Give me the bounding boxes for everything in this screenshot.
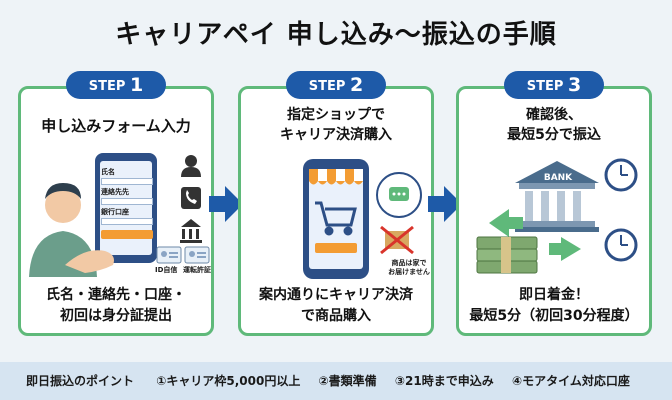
- arrow-right-icon: [428, 186, 462, 222]
- step-1-badge-label: STEP: [88, 79, 126, 94]
- form-field-label-name: 氏名: [101, 168, 115, 176]
- step-3-heading-line-1: 確認後、: [526, 107, 582, 123]
- step-2-heading-line-2: キャリア決済購入: [280, 127, 392, 143]
- hand-icon: [65, 250, 114, 273]
- no-delivery-note: 商品は家で お届けません: [379, 259, 439, 277]
- no-delivery-note-line-1: 商品は家で: [391, 259, 427, 267]
- step-3-footer-line-2: 最短5分（初回30分程度）: [469, 308, 639, 324]
- form-field-label-bank: 銀行口座: [101, 208, 129, 216]
- chat-bubble-icon: [376, 172, 422, 218]
- step-3-footer-line-1: 即日着金！: [519, 287, 589, 303]
- step-2-footer-line-1: 案内通りにキャリア決済: [259, 287, 413, 303]
- cash-stack-icon: [476, 236, 538, 274]
- step-1-badge: STEP 1: [66, 71, 166, 99]
- step-1-footer-line-1: 氏名・連絡先・口座・: [46, 287, 186, 303]
- transfer-arrow-icon: [489, 209, 581, 261]
- step-2-footer-line-2: で商品購入: [301, 308, 371, 324]
- point-item: ④モアタイム対応口座: [511, 374, 630, 388]
- no-delivery-note-line-2: お届けません: [388, 268, 430, 276]
- form-field-label-contact: 連絡先先: [101, 188, 129, 196]
- page-title: キャリアペイ 申し込み〜振込の手順: [115, 20, 557, 50]
- step-1-heading: 申し込みフォーム入力: [41, 117, 191, 135]
- step-2-badge-number: 2: [349, 74, 364, 96]
- point-item: ③21時まで申込み: [394, 374, 494, 388]
- points-lead: 即日振込のポイント: [26, 374, 135, 388]
- points-bar: 即日振込のポイント ①キャリア枠5,000円以上 ②書類準備 ③21時まで申込み…: [0, 362, 672, 400]
- point-item: ②書類準備: [318, 374, 377, 388]
- id-card-label: ID自信: [155, 266, 178, 274]
- step-1-footer-line-2: 初回は身分証提出: [60, 308, 172, 324]
- bank-icon: [515, 161, 599, 232]
- form-field-name: [101, 178, 153, 185]
- bank-label: BANK: [543, 173, 573, 183]
- phone-form: 氏名 連絡先先 銀行口座: [101, 165, 153, 239]
- step-1-footer: 氏名・連絡先・口座・ 初回は身分証提出: [21, 285, 211, 327]
- step-2-heading-line-1: 指定ショップで: [287, 107, 385, 123]
- phone-call-icon: [181, 187, 201, 209]
- id-card-icon: [156, 246, 182, 264]
- buy-button-shape: [315, 243, 357, 253]
- step-2-card: 指定ショップで キャリア決済購入: [238, 86, 434, 336]
- bank-transfer-illustration: [476, 158, 638, 274]
- step-2-badge-label: STEP: [308, 79, 346, 94]
- drivers-license-icon: [184, 246, 210, 264]
- bank-building-icon: [180, 219, 202, 243]
- step-3-badge: STEP 3: [504, 71, 604, 99]
- step-1-card: 申し込みフォーム入力: [18, 86, 214, 336]
- form-submit-bar: [101, 230, 153, 239]
- no-delivery-icon: [380, 225, 414, 255]
- drivers-license-label: 運転許証: [183, 266, 211, 274]
- shop-purchase-illustration: [303, 159, 422, 279]
- step-3-badge-label: STEP: [526, 79, 564, 94]
- clock-icon: [604, 158, 638, 192]
- step-2-footer: 案内通りにキャリア決済 で商品購入: [241, 285, 431, 327]
- arrow-right-icon: [209, 186, 243, 222]
- form-field-contact: [101, 198, 153, 205]
- form-field-bank: [101, 218, 153, 225]
- step-3-card: 確認後、 最短5分で振込: [456, 86, 652, 336]
- step-3-badge-number: 3: [567, 74, 582, 96]
- step-3-footer: 即日着金！ 最短5分（初回30分程度）: [459, 285, 649, 327]
- shopping-cart-icon: [315, 201, 357, 236]
- user-icon: [181, 155, 201, 177]
- clock-icon: [604, 228, 638, 262]
- step-3-heading: 確認後、 最短5分で振込: [459, 105, 649, 145]
- step-2-heading: 指定ショップで キャリア決済購入: [241, 105, 431, 145]
- step-2-badge: STEP 2: [286, 71, 386, 99]
- point-item: ①キャリア枠5,000円以上: [156, 374, 301, 388]
- shop-awning-icon: [309, 169, 363, 185]
- step-1-badge-number: 1: [129, 74, 144, 96]
- step-3-heading-line-2: 最短5分で振込: [507, 127, 601, 143]
